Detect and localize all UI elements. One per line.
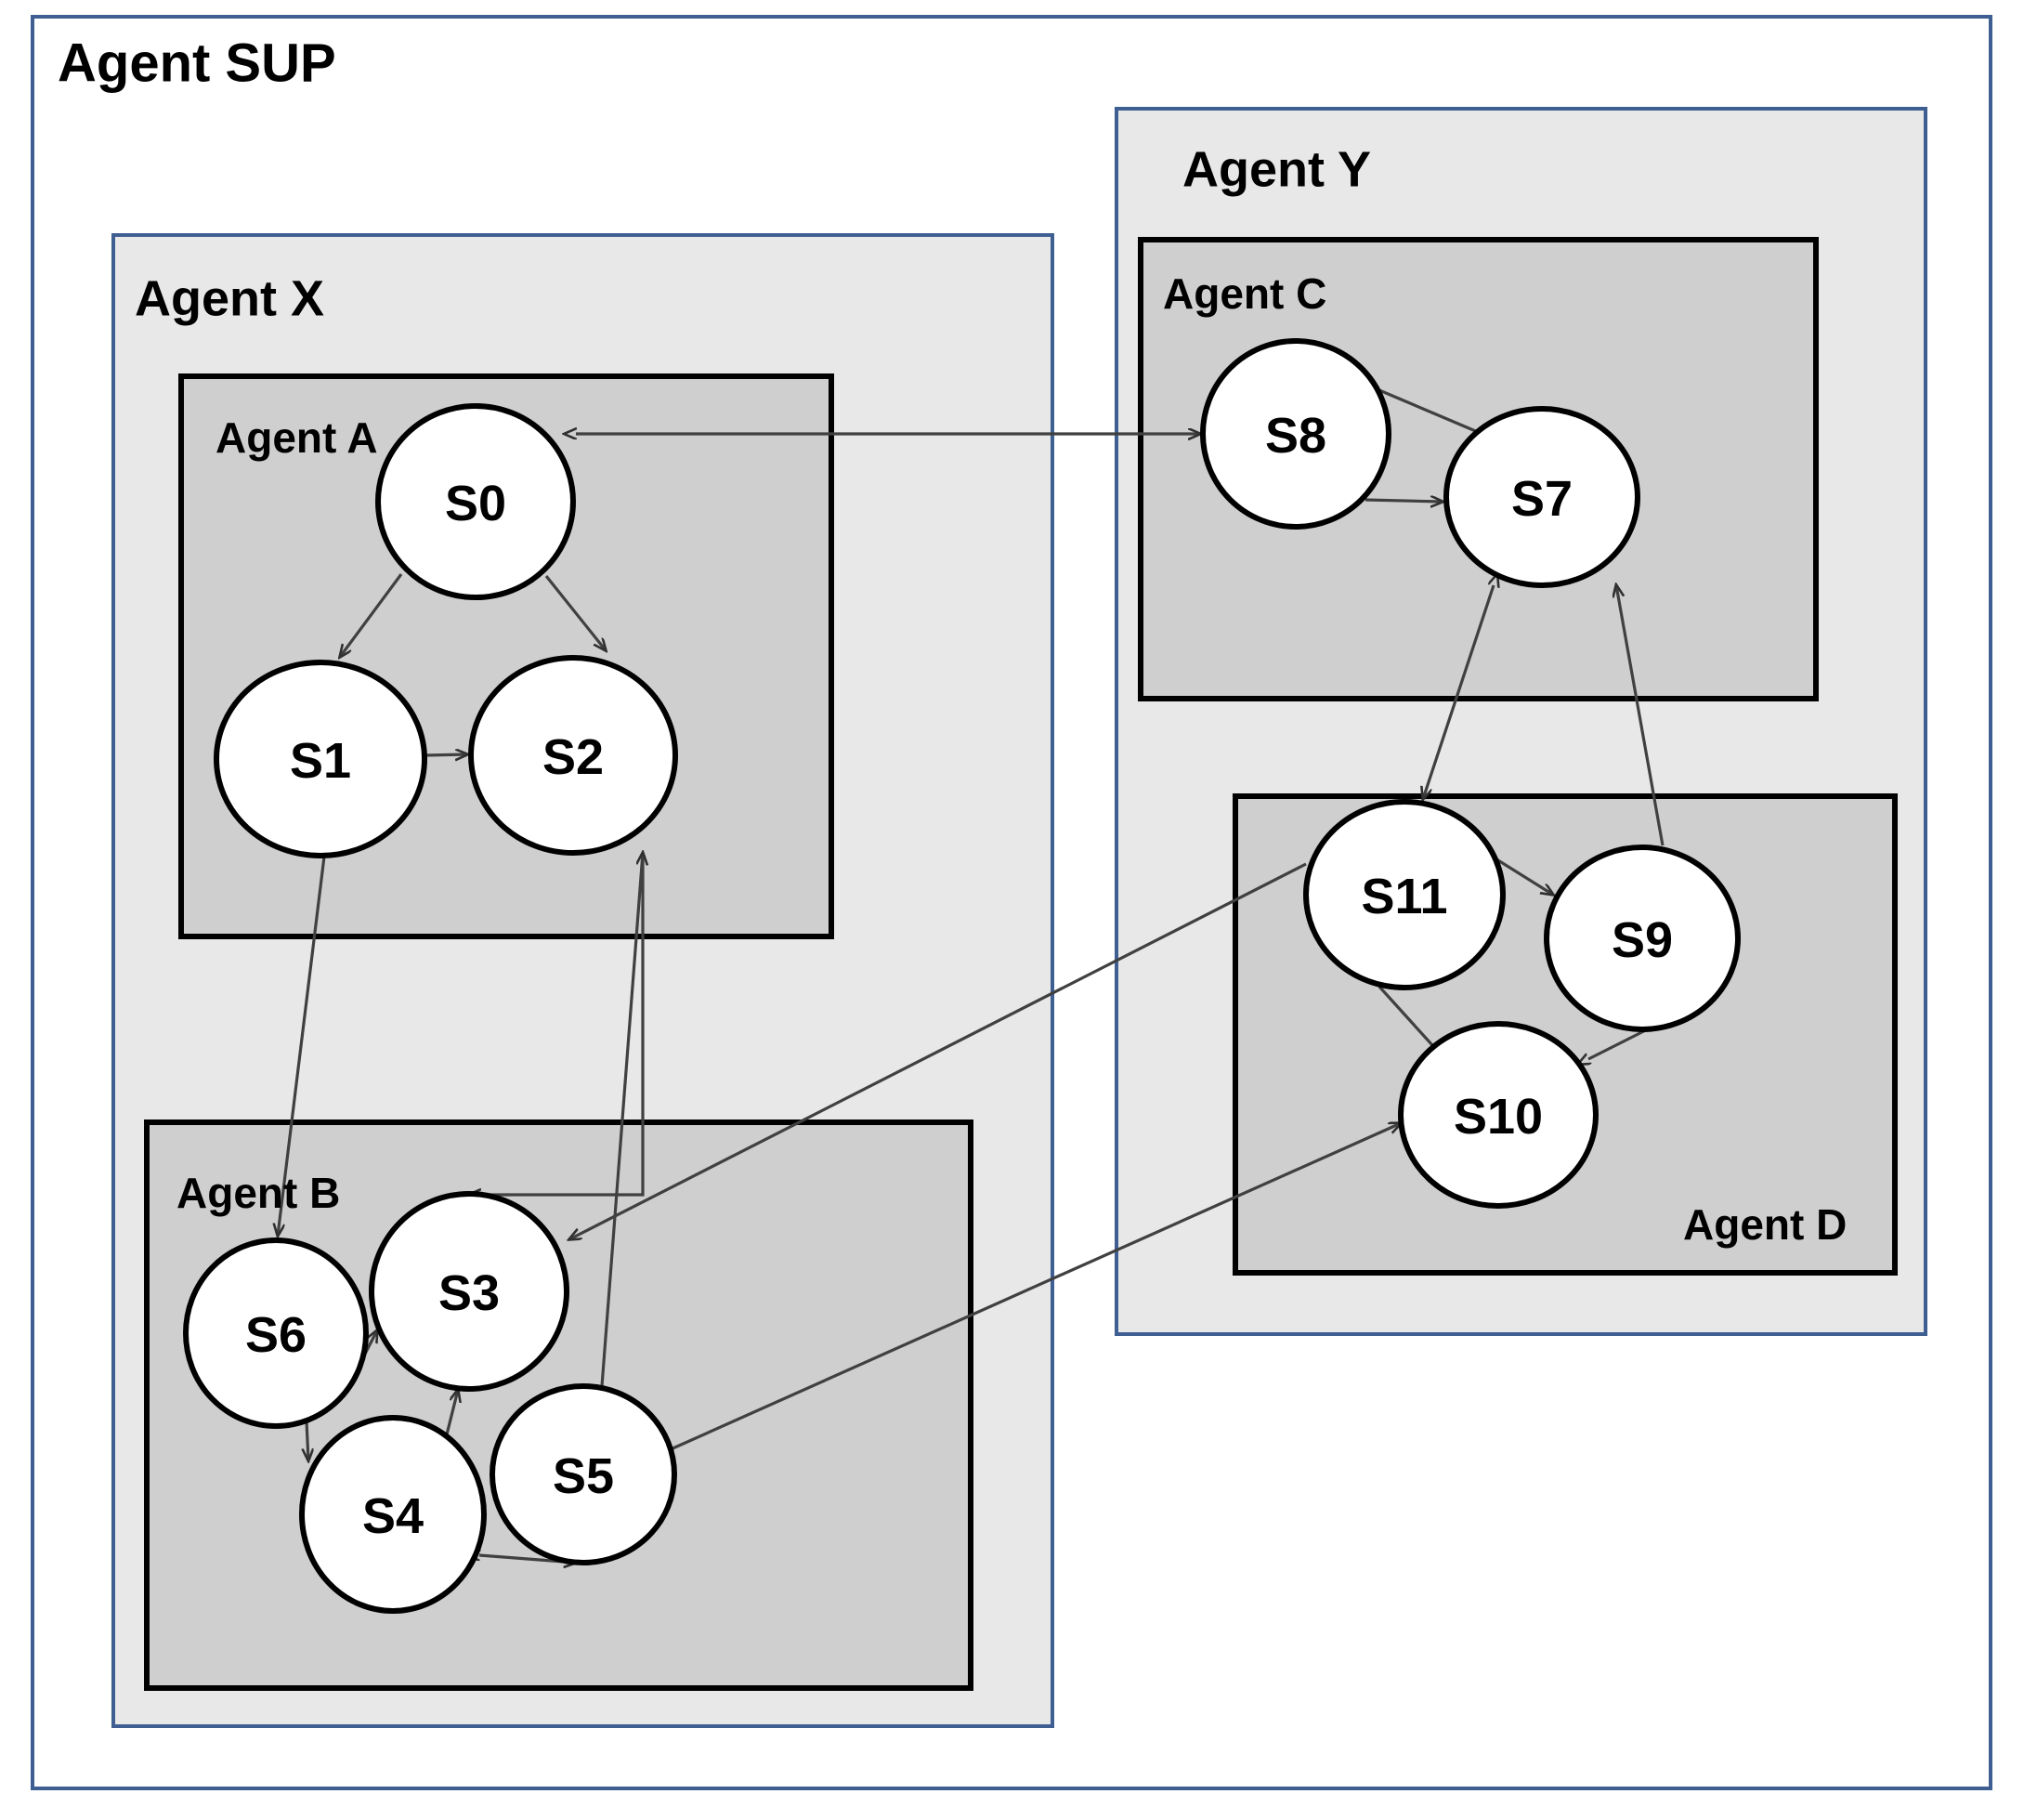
state-label-s8: S8 bbox=[1265, 408, 1326, 464]
edge-s2-to-s3 bbox=[469, 855, 645, 1195]
edge-s7-to-s11 bbox=[1423, 585, 1494, 799]
edge-s1-to-s2 bbox=[424, 754, 467, 755]
state-node-s5[interactable] bbox=[490, 1383, 677, 1565]
edge-s11-to-s10 bbox=[1378, 985, 1442, 1055]
edge-s4-to-s3 bbox=[444, 1390, 458, 1439]
state-label-s11: S11 bbox=[1361, 869, 1447, 924]
labels-layer: Agent SUP Agent X Agent Y Agent A Agent B Age… bbox=[58, 33, 1847, 1249]
container-label-agentC: Agent C bbox=[1163, 269, 1326, 318]
state-node-s0[interactable] bbox=[375, 403, 576, 600]
edge-s7-to-s8 bbox=[1362, 383, 1485, 437]
state-node-s3[interactable] bbox=[369, 1191, 569, 1392]
state-label-s10: S10 bbox=[1454, 1089, 1543, 1145]
state-label-s4: S4 bbox=[362, 1488, 424, 1544]
state-node-s11[interactable] bbox=[1303, 799, 1506, 990]
state-label-s0: S0 bbox=[445, 476, 506, 531]
state-node-s6[interactable] bbox=[183, 1237, 369, 1429]
container-label-sup: Agent SUP bbox=[58, 33, 336, 93]
state-node-s4[interactable] bbox=[299, 1415, 487, 1614]
state-label-s2: S2 bbox=[542, 729, 604, 785]
state-node-s9[interactable] bbox=[1544, 845, 1741, 1032]
state-node-s8[interactable] bbox=[1200, 338, 1391, 530]
edge-s0-to-s1 bbox=[340, 573, 403, 657]
state-label-s6: S6 bbox=[245, 1307, 307, 1363]
container-label-agentA: Agent A bbox=[215, 413, 378, 462]
container-label-agentY: Agent Y bbox=[1182, 141, 1371, 197]
edge-s6-to-s4 bbox=[307, 1421, 308, 1460]
edge-s11-to-s3 bbox=[569, 862, 1307, 1239]
state-node-s10[interactable] bbox=[1398, 1021, 1599, 1209]
state-label-s5: S5 bbox=[553, 1448, 614, 1504]
state-node-s1[interactable] bbox=[214, 660, 427, 858]
edge-s5-to-s2 bbox=[600, 853, 643, 1387]
edge-s0-to-s2 bbox=[544, 575, 606, 650]
edge-s9-to-s7 bbox=[1616, 585, 1665, 846]
state-label-s7: S7 bbox=[1511, 471, 1573, 527]
state-node-s2[interactable] bbox=[468, 655, 678, 856]
state-node-s7[interactable] bbox=[1443, 406, 1640, 588]
edge-s5-to-s10 bbox=[670, 1123, 1401, 1451]
edge-s1-to-s6 bbox=[278, 856, 326, 1236]
state-label-s3: S3 bbox=[438, 1265, 500, 1321]
container-label-agentB: Agent B bbox=[176, 1169, 340, 1217]
edge-s8-to-s7 bbox=[1365, 500, 1443, 502]
state-label-s1: S1 bbox=[290, 733, 351, 789]
container-label-agentX: Agent X bbox=[135, 270, 324, 326]
container-label-agentD: Agent D bbox=[1683, 1200, 1847, 1249]
state-label-s9: S9 bbox=[1612, 912, 1673, 968]
edges-layer bbox=[278, 383, 1714, 1563]
